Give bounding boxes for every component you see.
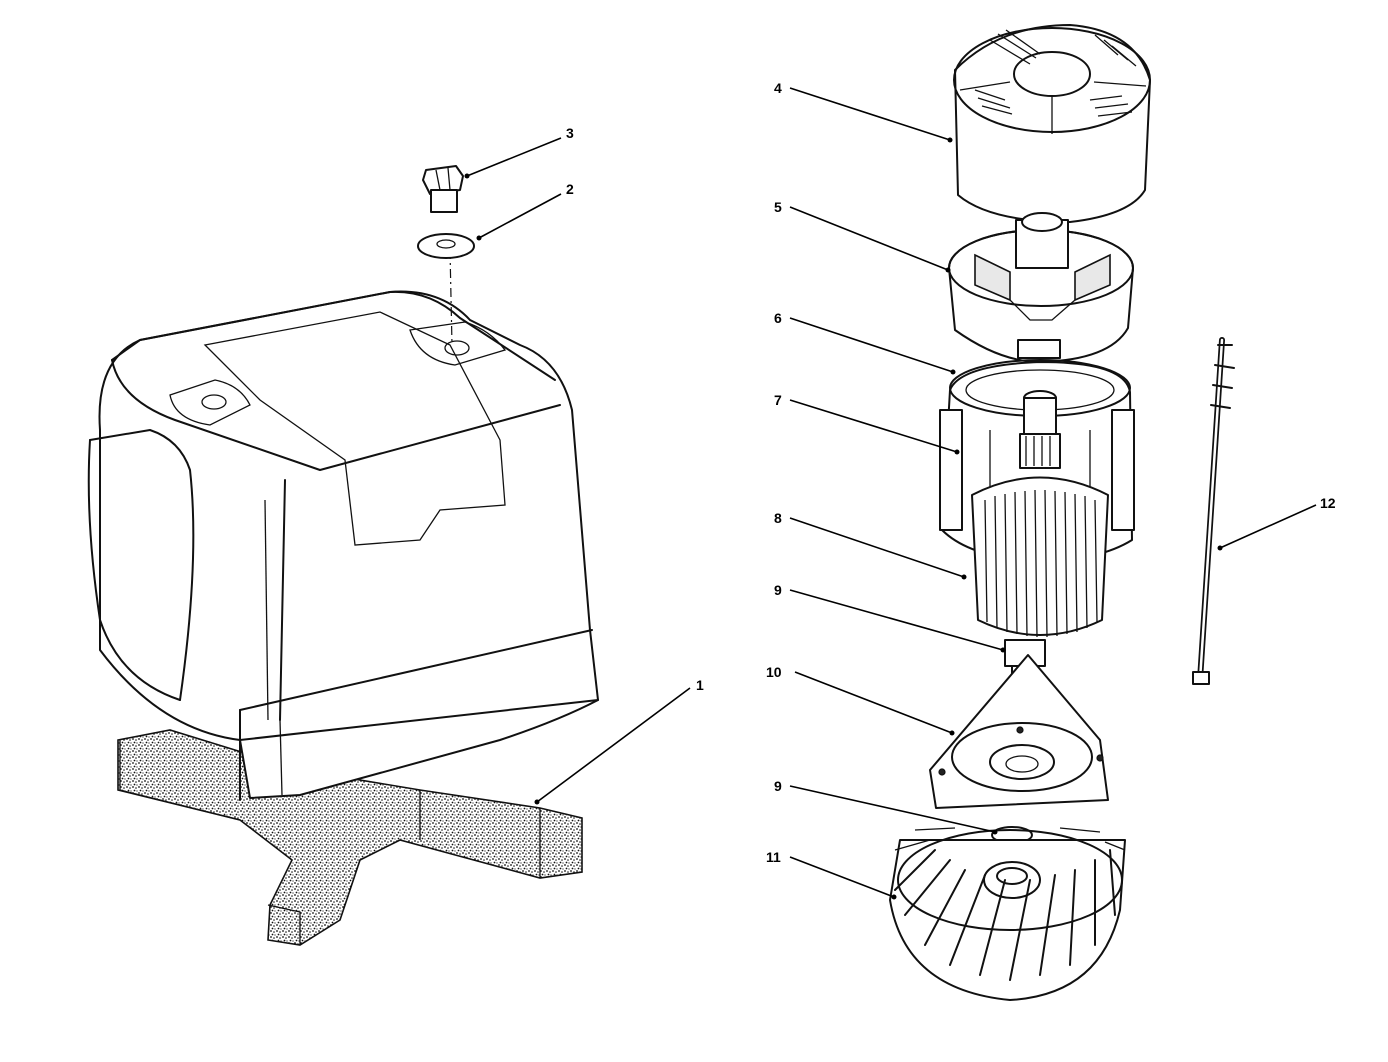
- callout-5: 5: [774, 199, 782, 215]
- armature: [971, 390, 1109, 711]
- callout-3: 3: [566, 125, 574, 141]
- callout-labels: 1 2 3 4 5 6 7 8 9 10 9 11 12: [566, 80, 1336, 865]
- end-bell: [929, 654, 1109, 809]
- callout-4: 4: [774, 80, 782, 96]
- callout-6: 6: [774, 310, 782, 326]
- callout-10: 10: [766, 664, 782, 680]
- callout-7: 7: [774, 392, 782, 408]
- motor-housing-shroud: [87, 249, 599, 801]
- callout-9-upper: 9: [774, 582, 782, 598]
- through-bolt: [1192, 337, 1235, 685]
- cooling-fan: [889, 827, 1126, 1001]
- callout-9-lower: 9: [774, 778, 782, 794]
- callout-11: 11: [766, 849, 781, 865]
- leader-lines: [464, 87, 1317, 900]
- callout-1: 1: [696, 677, 704, 693]
- callout-2: 2: [566, 181, 574, 197]
- callout-8: 8: [774, 510, 782, 526]
- drain-plug: [422, 165, 464, 213]
- end-cap: [953, 24, 1151, 223]
- washer: [417, 233, 475, 259]
- base-stand: [117, 729, 583, 946]
- brush-holder: [948, 212, 1134, 363]
- callout-12: 12: [1320, 495, 1336, 511]
